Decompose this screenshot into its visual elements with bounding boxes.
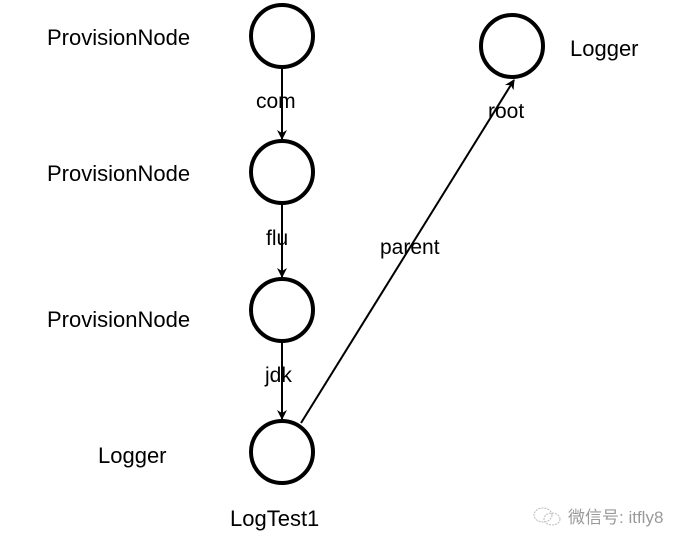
- node-provision-jdk: [249, 277, 315, 343]
- node-provision-flu: [249, 139, 315, 205]
- node-label: ProvisionNode: [47, 25, 190, 50]
- node-caption: LogTest1: [230, 506, 319, 531]
- edge-label: root: [488, 100, 524, 123]
- edge-label: flu: [266, 227, 288, 250]
- edge-label: parent: [380, 236, 440, 259]
- node-label: Logger: [98, 443, 167, 468]
- node-label: ProvisionNode: [47, 307, 190, 332]
- node-provision-com: [249, 3, 315, 69]
- edge-label: com: [256, 90, 296, 113]
- node-label: Logger: [570, 36, 639, 61]
- wechat-icon: [533, 507, 561, 525]
- node-root-logger: [479, 13, 545, 79]
- node-label: ProvisionNode: [47, 161, 190, 186]
- node-logger-logtest1: [249, 419, 315, 485]
- edge-label: jdk: [264, 364, 292, 387]
- watermark-text: 微信号: itfly8: [568, 508, 664, 527]
- watermark: 微信号: itfly8: [532, 503, 663, 528]
- edge-parent: [300, 79, 515, 424]
